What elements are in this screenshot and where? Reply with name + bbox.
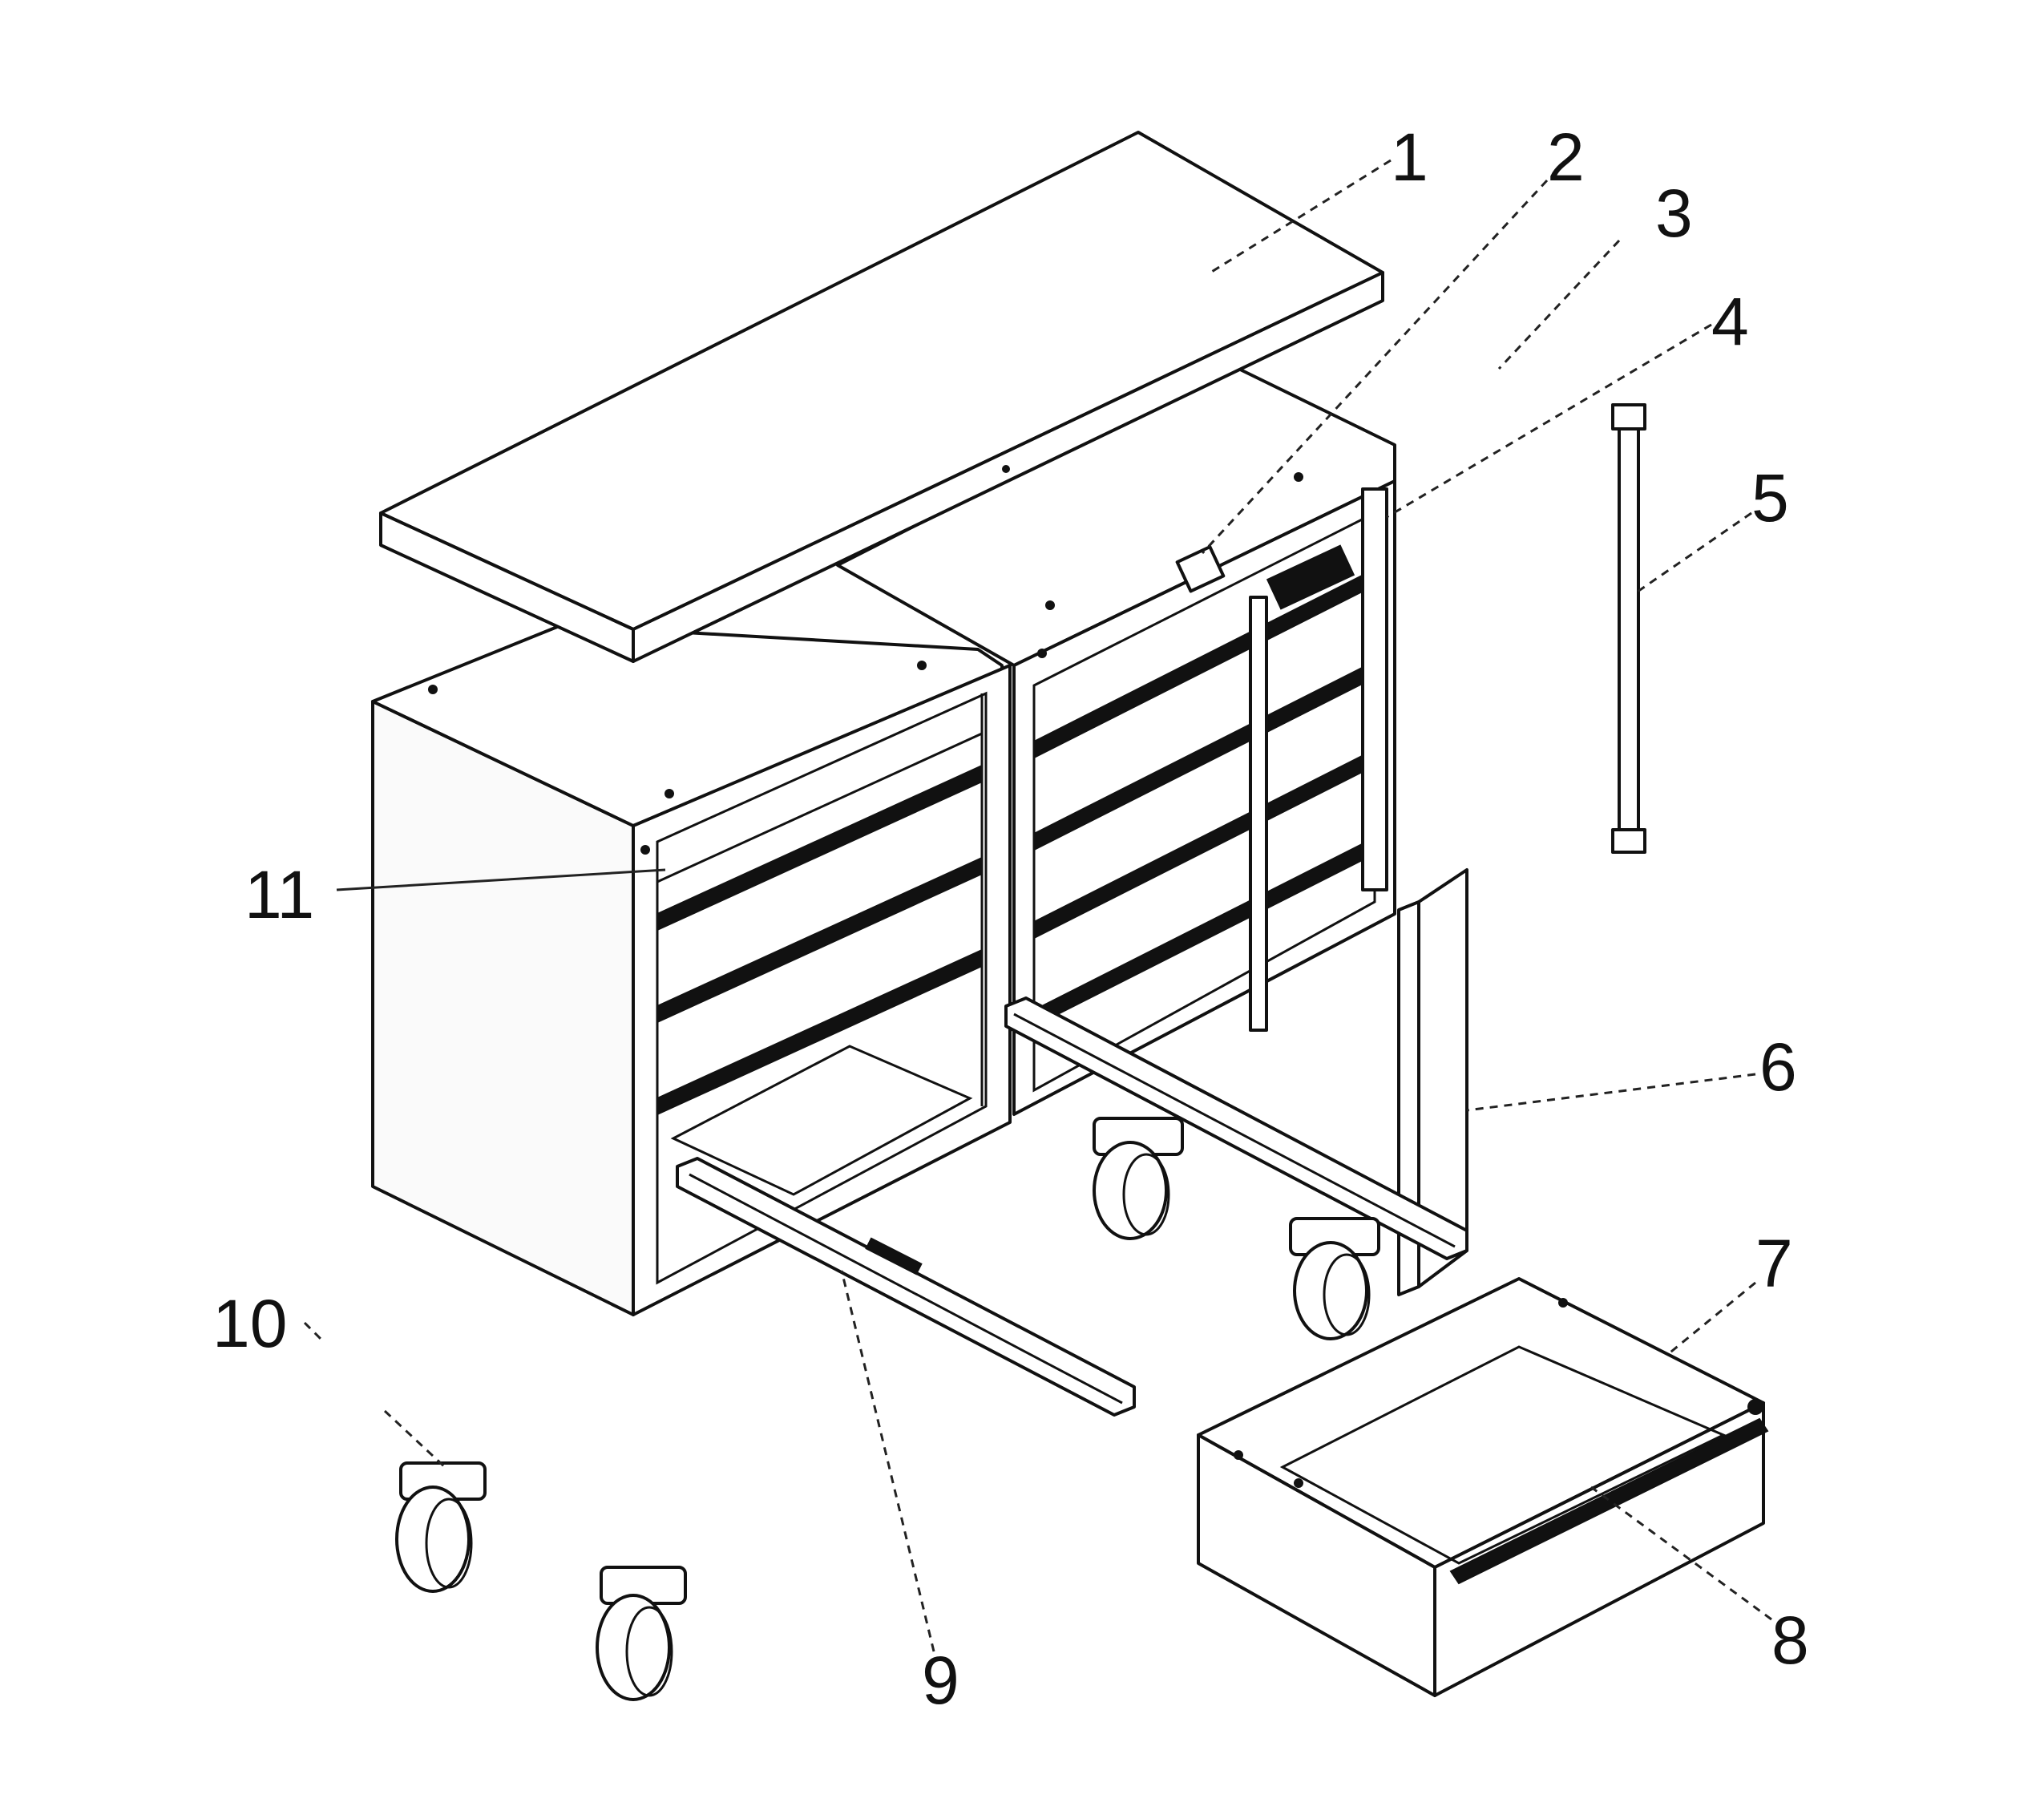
label-part-8: 8	[1771, 1603, 1809, 1678]
right-drawer-slide	[1004, 996, 1468, 1260]
worktop	[379, 131, 1384, 663]
label-part-1: 1	[1391, 119, 1428, 195]
label-part-11: 11	[244, 857, 314, 932]
caster-front-right	[596, 1566, 687, 1701]
label-part-10: 10	[212, 1286, 287, 1361]
label-part-7: 7	[1755, 1226, 1793, 1301]
left-cabinet-body	[371, 624, 1012, 1316]
drawer	[1197, 1277, 1769, 1697]
leader-lines	[303, 159, 1772, 1652]
label-part-6: 6	[1759, 1029, 1797, 1105]
label-part-4: 4	[1711, 284, 1749, 359]
right-cabinet-body	[836, 363, 1396, 1116]
label-part-5: 5	[1751, 460, 1789, 536]
label-part-2: 2	[1547, 119, 1585, 195]
caster-rear-right	[1289, 1217, 1380, 1340]
label-part-9: 9	[922, 1643, 959, 1718]
label-part-3: 3	[1655, 176, 1693, 251]
lock-bar	[1611, 403, 1646, 854]
drawer-slide	[676, 1157, 1136, 1417]
part-labels: 1 2 3 4 5 6 7 8 9 10 11	[212, 119, 1809, 1718]
side-panel	[1397, 868, 1468, 1296]
caster-front-left	[395, 1461, 487, 1593]
caster-rear-left	[1093, 1117, 1184, 1240]
